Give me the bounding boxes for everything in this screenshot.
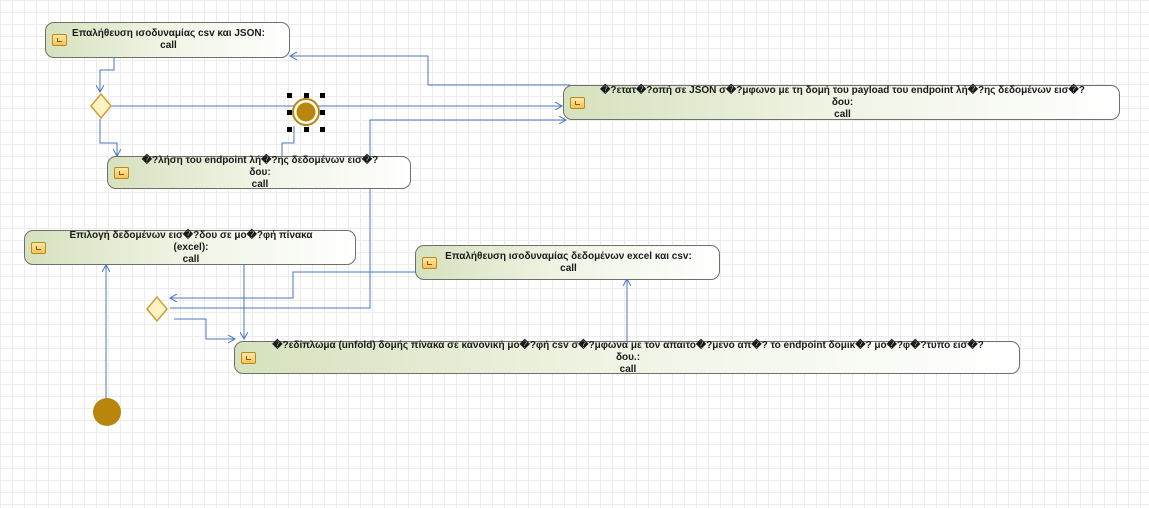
action-label: �?εδίπλωμα (unfold) δομής πίνακα σε κανο… — [272, 339, 984, 363]
edge-decision1-to-a3 — [99, 119, 117, 156]
call-behavior-icon — [241, 351, 256, 364]
decision-node-2 — [146, 295, 168, 323]
action-call-label: call — [619, 363, 637, 375]
action-call-endpoint[interactable]: �?λήση του endpoint λή�?ης δεδομένων εισ… — [107, 154, 411, 190]
action-call-label: call — [160, 40, 177, 51]
action-verify-excel-csv[interactable]: Επαλήθευση ισοδυναμίας δεδομένων excel κ… — [415, 245, 720, 280]
edge-a5-to-decision2 — [170, 271, 416, 298]
call-behavior-icon — [570, 96, 585, 109]
call-behavior-icon — [52, 34, 67, 46]
action-label: �?λήση του endpoint λή�?ης δεδομένων εισ… — [141, 154, 379, 178]
call-behavior-icon — [31, 241, 46, 254]
edge-a1-to-decision1 — [100, 57, 115, 92]
action-label: Επαλήθευση ισοδυναμίας δεδομένων excel κ… — [445, 250, 692, 262]
edge-decision2-to-a6 — [174, 318, 235, 339]
action-verify-csv-json[interactable]: Επαλήθευση ισοδυναμίας csv και JSON: cal… — [45, 22, 290, 58]
final-node — [292, 98, 320, 126]
edge-a3-to-final — [281, 126, 295, 157]
decision-node-1 — [90, 92, 112, 120]
action-call-label: call — [834, 108, 851, 120]
action-label: Επαλήθευση ισοδυναμίας csv και JSON: — [72, 28, 265, 39]
action-unfold-table[interactable]: �?εδίπλωμα (unfold) δομής πίνακα σε κανο… — [234, 339, 1020, 375]
action-label: Επιλογή δεδομένων εισ�?δου σε μο�?φή πίν… — [69, 229, 313, 253]
edge-a2-to-a1 — [290, 56, 570, 86]
action-label: �?ετατ�?οπή σε JSON σ�?μφωνο με τη δομή … — [600, 84, 1085, 108]
call-behavior-icon — [114, 166, 129, 179]
selection-handles — [287, 93, 325, 132]
action-call-label: call — [560, 262, 577, 274]
call-behavior-icon — [422, 256, 437, 269]
initial-node — [93, 398, 121, 426]
edge-decision2-to-a2 — [170, 120, 566, 309]
action-call-label: call — [182, 253, 200, 265]
action-select-input-excel[interactable]: Επιλογή δεδομένων εισ�?δου σε μο�?φή πίν… — [24, 230, 356, 265]
action-call-label: call — [251, 178, 269, 190]
action-convert-to-json[interactable]: �?ετατ�?οπή σε JSON σ�?μφωνο με τη δομή … — [563, 85, 1120, 120]
